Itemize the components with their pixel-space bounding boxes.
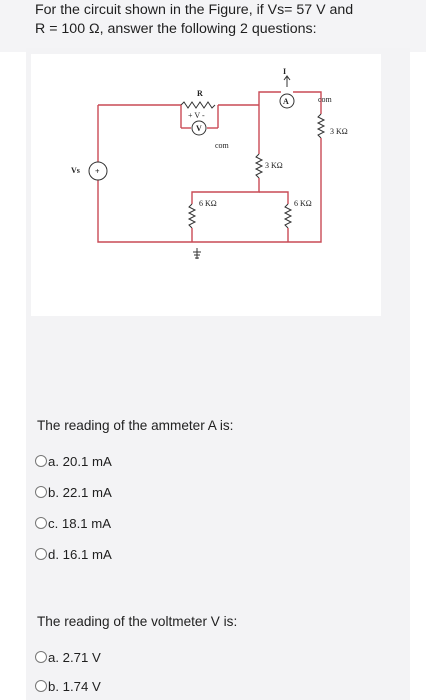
resistor-6k-right [283, 203, 293, 229]
voltage-source-symbol [88, 161, 108, 181]
option-label: a. 2.71 V [48, 649, 101, 665]
label-voltmeter: V [196, 124, 202, 133]
option-label: a. 20.1 mA [48, 453, 112, 469]
q1-option-c[interactable]: c. 18.1 mA [35, 513, 111, 533]
radio-button[interactable] [35, 517, 47, 529]
resistor-3k-mid [254, 153, 264, 179]
label-current: I [283, 67, 286, 76]
question-1-text: The reading of the ammeter A is: [37, 418, 234, 433]
option-label: b. 22.1 mA [48, 484, 112, 500]
radio-button[interactable] [35, 486, 47, 498]
label-vs: Vs [71, 166, 80, 175]
voltmeter-symbol [191, 120, 207, 136]
wire-mid-right [259, 191, 289, 204]
label-r: R [197, 89, 203, 98]
resistor-6k-left [187, 203, 197, 229]
q1-option-d[interactable]: d. 16.1 mA [35, 544, 112, 564]
resistor-3k-right [316, 113, 326, 139]
wire-ammeter-right [293, 91, 322, 104]
q1-option-a[interactable]: a. 20.1 mA [35, 451, 112, 471]
q2-option-b[interactable]: b. 1.74 V [35, 676, 101, 696]
label-ammeter: A [283, 97, 289, 106]
label-6k-right: 6 KΩ [294, 199, 312, 208]
label-vs-plus: + [95, 167, 100, 176]
current-arrow-icon [283, 75, 291, 87]
header-line-1: For the circuit shown in the Figure, if … [35, 2, 354, 18]
radio-button[interactable] [35, 680, 47, 692]
top-bar [0, 0, 426, 52]
wire-mid-node [191, 178, 260, 204]
label-3k-mid: 3 KΩ [265, 161, 283, 170]
wire-left-bottom [97, 180, 228, 243]
radio-button[interactable] [35, 651, 47, 663]
ammeter-symbol [279, 93, 295, 109]
label-com-right: com [318, 95, 333, 104]
label-3k-right: 3 KΩ [330, 127, 348, 136]
option-label: c. 18.1 mA [48, 515, 112, 531]
ground-icon [193, 248, 201, 259]
label-6k-left: 6 KΩ [199, 199, 217, 208]
radio-button[interactable] [35, 548, 47, 560]
q2-option-a[interactable]: a. 2.71 V [35, 647, 101, 667]
wire-ammeter-up [258, 91, 281, 105]
option-label: d. 16.1 mA [48, 546, 112, 562]
resistor-r [180, 101, 216, 109]
circuit-figure: R + V - V com A I com Vs + 3 KΩ 3 KΩ 6 K… [31, 54, 381, 316]
question-2-text: The reading of the voltmeter V is: [37, 614, 238, 629]
wire-right-down [228, 138, 322, 243]
circuit-diagram: R + V - V com A I com Vs + 3 KΩ 3 KΩ 6 K… [71, 67, 348, 259]
header-line-2: R = 100 Ω, answer the following 2 questi… [35, 21, 317, 37]
option-label: b. 1.74 V [48, 678, 101, 694]
q1-option-b[interactable]: b. 22.1 mA [35, 482, 112, 502]
label-voltage-polarity: + V - [188, 111, 205, 120]
question-header: For the circuit shown in the Figure, if … [35, 1, 405, 39]
label-com-left: com [215, 141, 230, 150]
radio-button[interactable] [35, 455, 47, 467]
